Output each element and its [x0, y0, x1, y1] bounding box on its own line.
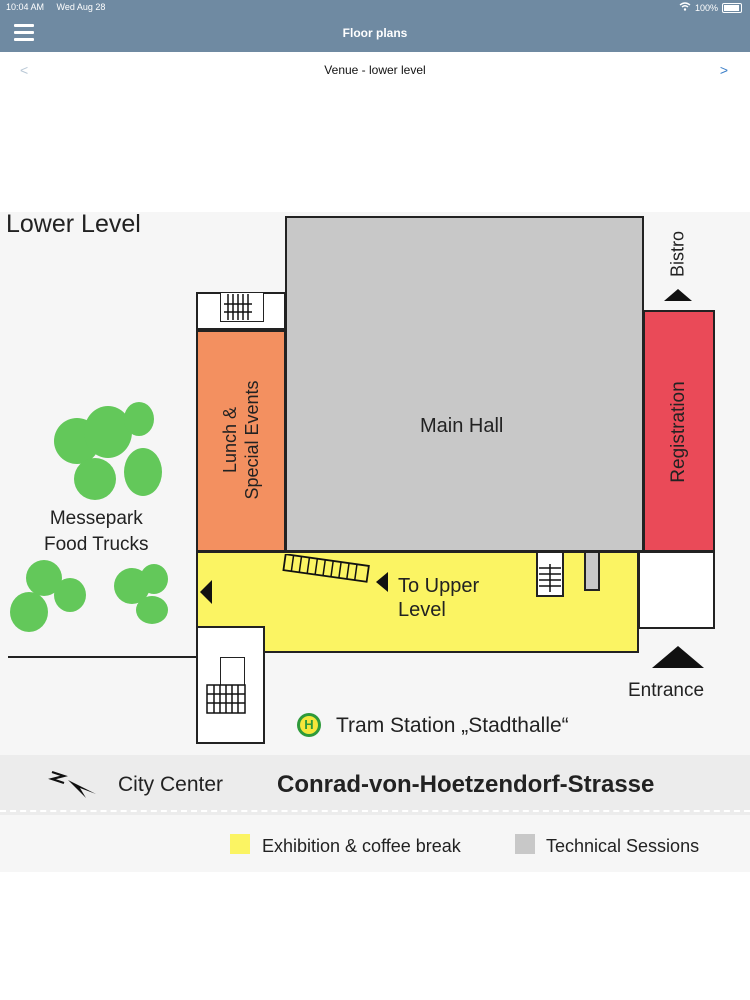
- lunch-events-area[interactable]: [196, 330, 286, 552]
- lunch-label-line2: Special Events: [242, 380, 262, 500]
- tram-symbol: H: [300, 716, 318, 734]
- escalator-icon: [282, 554, 370, 583]
- staircase-icon-2: [206, 684, 246, 714]
- bistro-label: Bistro: [667, 230, 688, 278]
- status-left: 10:04 AM Wed Aug 28: [6, 2, 115, 12]
- wifi-icon: [679, 2, 691, 13]
- next-button[interactable]: >: [719, 62, 728, 78]
- status-date: Wed Aug 28: [56, 2, 106, 12]
- status-bar: 10:04 AM Wed Aug 28 100%: [0, 0, 750, 14]
- food-label-line1: Messepark: [49, 508, 143, 529]
- status-time: 10:04 AM: [6, 2, 45, 12]
- nav-title: Floor plans: [342, 26, 408, 40]
- battery-icon: [722, 2, 742, 13]
- city-center-label: City Center: [118, 773, 224, 796]
- legend-label-exhibition: Exhibition & coffee break: [262, 836, 461, 856]
- food-trucks-label: Messepark Food Trucks: [44, 506, 149, 558]
- stairs-icon: [539, 564, 561, 592]
- main-hall-label: Main Hall: [420, 415, 504, 437]
- tram-station-icon: H: [297, 713, 321, 737]
- lunch-label-line1: Lunch &: [220, 406, 240, 474]
- outer-wall-line: [8, 656, 196, 658]
- entrance-arrow-icon: [652, 646, 704, 668]
- main-hall-area[interactable]: [285, 216, 644, 552]
- street-road: [0, 755, 750, 815]
- staircase-icon: [224, 294, 252, 320]
- previous-button[interactable]: <: [20, 62, 29, 78]
- bistro-arrow-icon: [664, 289, 692, 301]
- upper-level-label: To Upper Level: [398, 574, 479, 622]
- stairwell-inner-2: [220, 657, 245, 687]
- arrow-left-icon: [200, 580, 212, 604]
- arrow-upper-level-icon: [376, 572, 388, 592]
- entrance-lobby: [638, 551, 715, 629]
- status-right: 100%: [679, 2, 742, 13]
- legend-swatch-technical: [515, 834, 535, 854]
- food-label-line2: Food Trucks: [44, 534, 149, 555]
- battery-percent: 100%: [694, 2, 718, 13]
- nav-bar: Floor plans: [0, 14, 750, 52]
- pager-title: Venue - lower level: [324, 63, 426, 77]
- upper-label-line2: Level: [398, 599, 446, 621]
- elevator: [584, 551, 600, 591]
- floor-plan-map[interactable]: Lower Level Main Hall Registration Bistr…: [0, 210, 750, 872]
- level-title: Lower Level: [6, 210, 141, 238]
- legend-swatch-exhibition: [230, 834, 250, 854]
- hamburger-icon[interactable]: [14, 24, 34, 42]
- lunch-events-label: Lunch & Special Events: [219, 380, 263, 499]
- exhibition-area[interactable]: [196, 551, 639, 653]
- registration-label: Registration: [668, 381, 689, 483]
- road-dashes: [0, 810, 750, 812]
- street-name: Conrad-von-Hoetzendorf-Strasse: [277, 771, 655, 798]
- pager: < Venue - lower level >: [0, 58, 750, 82]
- legend-label-technical: Technical Sessions: [546, 836, 700, 856]
- tram-station-label: Tram Station „Stadthalle“: [336, 714, 569, 737]
- city-center-arrow-icon: [48, 770, 96, 798]
- upper-label-line1: To Upper: [398, 575, 480, 597]
- entrance-label: Entrance: [628, 680, 705, 701]
